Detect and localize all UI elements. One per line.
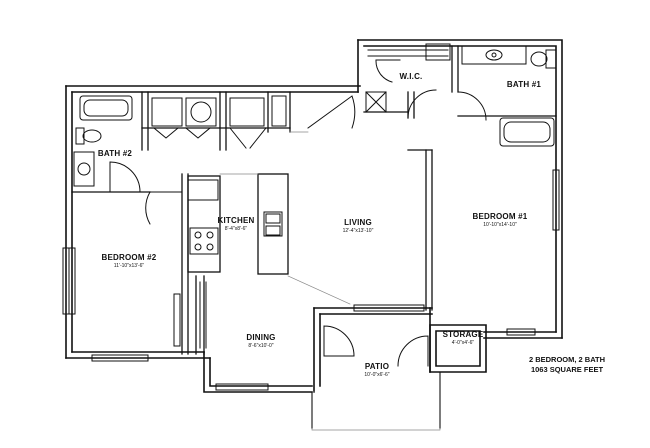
room-name: STORAGE xyxy=(442,330,484,339)
room-dims: 4'-0"x4'-6" xyxy=(451,340,475,346)
room-label-storage: STORAGE 4'-0"x4'-6" xyxy=(436,330,490,346)
room-label-bath-2: BATH #2 xyxy=(92,149,138,158)
room-label-patio: PATIO 10'-0"x6'-6" xyxy=(342,362,412,378)
patio-railing xyxy=(311,371,441,429)
room-name: BEDROOM #2 xyxy=(101,253,157,262)
room-name: PATIO xyxy=(364,362,390,371)
fixtures xyxy=(73,43,557,349)
room-label-kitchen: KITCHEN 8'-4"x8'-6" xyxy=(210,216,262,232)
windows xyxy=(62,169,560,391)
room-dims: 8'-6"x10'-0" xyxy=(248,343,274,349)
room-dims: 8'-4"x8'-6" xyxy=(224,226,248,232)
interior-walls xyxy=(71,45,557,355)
exterior-walls xyxy=(65,39,563,393)
summary-line-2: 1063 SQUARE FEET xyxy=(530,365,604,374)
room-label-wic: W.I.C. xyxy=(396,72,426,81)
unit-summary: 2 BEDROOM, 2 BATH 1063 SQUARE FEET xyxy=(516,355,618,375)
room-dims: 12'-4"x13'-10" xyxy=(342,228,374,234)
room-label-bedroom-1: BEDROOM #1 10'-10"x14'-10" xyxy=(455,212,545,228)
summary-line-1: 2 BEDROOM, 2 BATH xyxy=(528,355,606,364)
room-name: BATH #1 xyxy=(506,80,542,89)
room-name: BATH #2 xyxy=(97,149,133,158)
room-dims: 11'-10"x13'-6" xyxy=(113,263,145,269)
room-name: W.I.C. xyxy=(399,72,423,81)
room-name: KITCHEN xyxy=(217,216,255,225)
room-name: LIVING xyxy=(344,218,372,227)
room-name: BEDROOM #1 xyxy=(472,212,528,221)
room-dims: 10'-10"x14'-10" xyxy=(483,222,517,228)
doors xyxy=(109,59,487,367)
room-dims: 10'-0"x6'-6" xyxy=(364,372,390,378)
room-name: DINING xyxy=(246,333,276,342)
room-label-living: LIVING 12'-4"x13'-10" xyxy=(318,218,398,234)
room-label-dining: DINING 8'-6"x10'-0" xyxy=(226,333,296,349)
room-label-bedroom-2: BEDROOM #2 11'-10"x13'-6" xyxy=(84,253,174,269)
room-label-bath-1: BATH #1 xyxy=(500,80,548,89)
